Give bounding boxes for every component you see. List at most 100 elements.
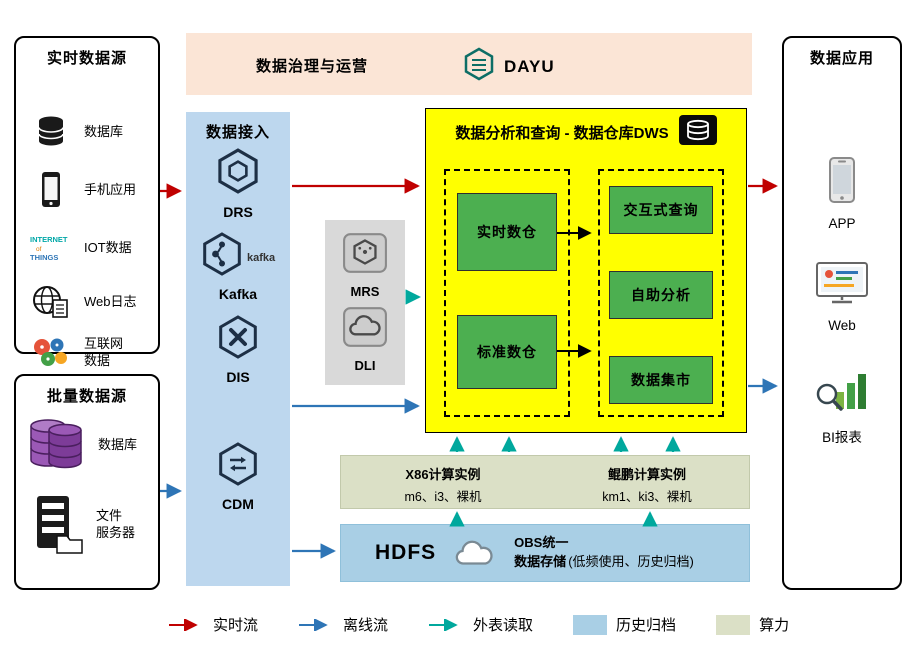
dws-title: 数据分析和查询 - 数据仓库DWS [455, 125, 669, 142]
kunpeng-title: 鲲鹏计算实例 [607, 467, 686, 482]
dayu-logo-text: DAYU [504, 56, 555, 76]
app-item-app: APP [784, 156, 900, 231]
offline-arrow-icon [299, 618, 328, 631]
source-label: 文件 服务器 [96, 508, 136, 540]
applications-title: 数据应用 [809, 50, 874, 67]
block-self-service-analysis: 自助分析 [609, 271, 713, 319]
external-arrow-icon [429, 618, 458, 631]
kafka-logo-text: kafka [247, 252, 276, 264]
dayu-icon [462, 47, 496, 86]
ingestion-title: 数据接入 [205, 124, 270, 141]
dws-database-icon [678, 115, 717, 150]
dws-title-row: 数据分析和查询 - 数据仓库DWS [426, 115, 746, 150]
service-label-dli: DLI [354, 358, 376, 373]
legend: 实时流 离线流 外表读取 历史归档 算力 [168, 614, 789, 635]
source-item-database: 数据库 [28, 110, 154, 154]
service-label-kafka: Kafka [218, 286, 258, 302]
legend-item-offline: 离线流 [298, 614, 388, 635]
realtime-sources-title: 实时数据源 [46, 50, 127, 67]
source-item-batch-database: 数据库 [24, 414, 154, 476]
block-data-mart: 数据集市 [609, 356, 713, 404]
legend-item-archive: 历史归档 [573, 614, 676, 635]
dli-icon [342, 306, 388, 353]
web-monitor-icon [814, 260, 870, 311]
legend-item-compute: 算力 [716, 614, 789, 635]
legend-label: 离线流 [343, 617, 389, 634]
obs-note: (低频使用、历史归档) [568, 554, 694, 569]
legend-label: 算力 [759, 617, 790, 634]
realtime-sources-panel: 实时数据源 数据库 手机应用 [14, 36, 160, 368]
file-server-icon [30, 494, 86, 556]
batch-sources-panel: 批量数据源 数据库 [14, 374, 160, 590]
source-item-iot: INTERNET of THINGS IOT数据 [28, 226, 154, 270]
source-label: 数据库 [98, 436, 138, 452]
iot-icon: INTERNET of THINGS [28, 233, 74, 263]
bubbles-icon [28, 337, 74, 369]
svg-text:THINGS: THINGS [30, 253, 58, 262]
source-label: 数据库 [84, 123, 124, 139]
obs-line2: 数据存储 [514, 554, 567, 569]
governance-title: 数据治理与运营 [256, 58, 369, 75]
compute-strip: X86计算实例 m6、i3、裸机 鲲鹏计算实例 km1、ki3、裸机 [340, 455, 750, 509]
realtime-arrow-icon [169, 618, 198, 631]
svg-text:of: of [36, 246, 42, 253]
app-label: BI报表 [822, 430, 862, 445]
app-item-bi: BI报表 [784, 368, 900, 446]
source-label: 手机应用 [84, 181, 137, 197]
app-label: Web [828, 318, 856, 333]
purple-database-icon [24, 416, 88, 474]
source-item-internet-data: 互联网 数据 [28, 330, 154, 376]
drs-icon [215, 148, 261, 199]
source-label: Web日志 [84, 293, 137, 309]
svg-text:INTERNET: INTERNET [30, 235, 68, 244]
database-icon [28, 114, 74, 150]
service-item-drs: DRS [186, 148, 290, 220]
app-item-web: Web [784, 260, 900, 333]
block-interactive-query: 交互式查询 [609, 186, 713, 234]
app-label: APP [828, 216, 856, 231]
service-item-kafka: kafka Kafka [186, 232, 290, 302]
kunpeng-compute: 鲲鹏计算实例 km1、ki3、裸机 [545, 456, 749, 508]
app-phone-icon [827, 156, 857, 209]
dayu-logo: DAYU [462, 47, 555, 86]
source-label: IOT数据 [84, 239, 132, 255]
source-item-web-log: Web日志 [28, 280, 154, 324]
phone-icon [28, 171, 74, 209]
x86-subtitle: m6、i3、裸机 [404, 490, 482, 504]
source-label: 互联网 数据 [84, 336, 124, 368]
bi-report-icon [814, 368, 870, 419]
service-label-cdm: CDM [222, 496, 254, 512]
archive-swatch [573, 614, 608, 635]
services-panel: MRS DLI [325, 220, 405, 385]
legend-label: 实时流 [213, 617, 259, 634]
governance-banner: 数据治理与运营 DAYU [186, 33, 752, 95]
service-item-mrs: MRS [325, 232, 405, 299]
ingestion-panel: 数据接入 DRS [186, 112, 290, 586]
kafka-icon [200, 232, 244, 281]
hdfs-label: HDFS [375, 541, 437, 564]
legend-label: 历史归档 [616, 617, 677, 634]
block-standard-warehouse: 标准数仓 [457, 315, 557, 389]
mrs-icon [342, 232, 388, 279]
dis-icon [216, 315, 260, 364]
obs-line1: OBS统一 [514, 535, 569, 551]
source-item-file-server: 文件 服务器 [30, 492, 154, 558]
hdfs-strip: HDFS OBS统一 数据存储(低频使用、历史归档) [340, 524, 750, 582]
legend-item-realtime: 实时流 [168, 614, 258, 635]
analytics-group [598, 169, 724, 417]
service-item-dis: DIS [186, 315, 290, 385]
x86-title: X86计算实例 [405, 467, 481, 482]
compute-swatch [716, 614, 751, 635]
warehouse-group [444, 169, 570, 417]
dws-panel: 数据分析和查询 - 数据仓库DWS 实时数仓 标准数仓 交互式查询 自助分析 数… [425, 108, 747, 433]
obs-cloud-icon [452, 534, 498, 573]
obs-text: OBS统一 数据存储(低频使用、历史归档) [514, 534, 694, 572]
source-item-mobile-app: 手机应用 [28, 168, 154, 212]
x86-compute: X86计算实例 m6、i3、裸机 [341, 456, 545, 508]
legend-item-external: 外表读取 [428, 614, 533, 635]
service-item-cdm: CDM [186, 442, 290, 512]
batch-sources-title: 批量数据源 [46, 388, 127, 405]
service-label-drs: DRS [223, 204, 253, 220]
globe-document-icon [28, 285, 74, 319]
